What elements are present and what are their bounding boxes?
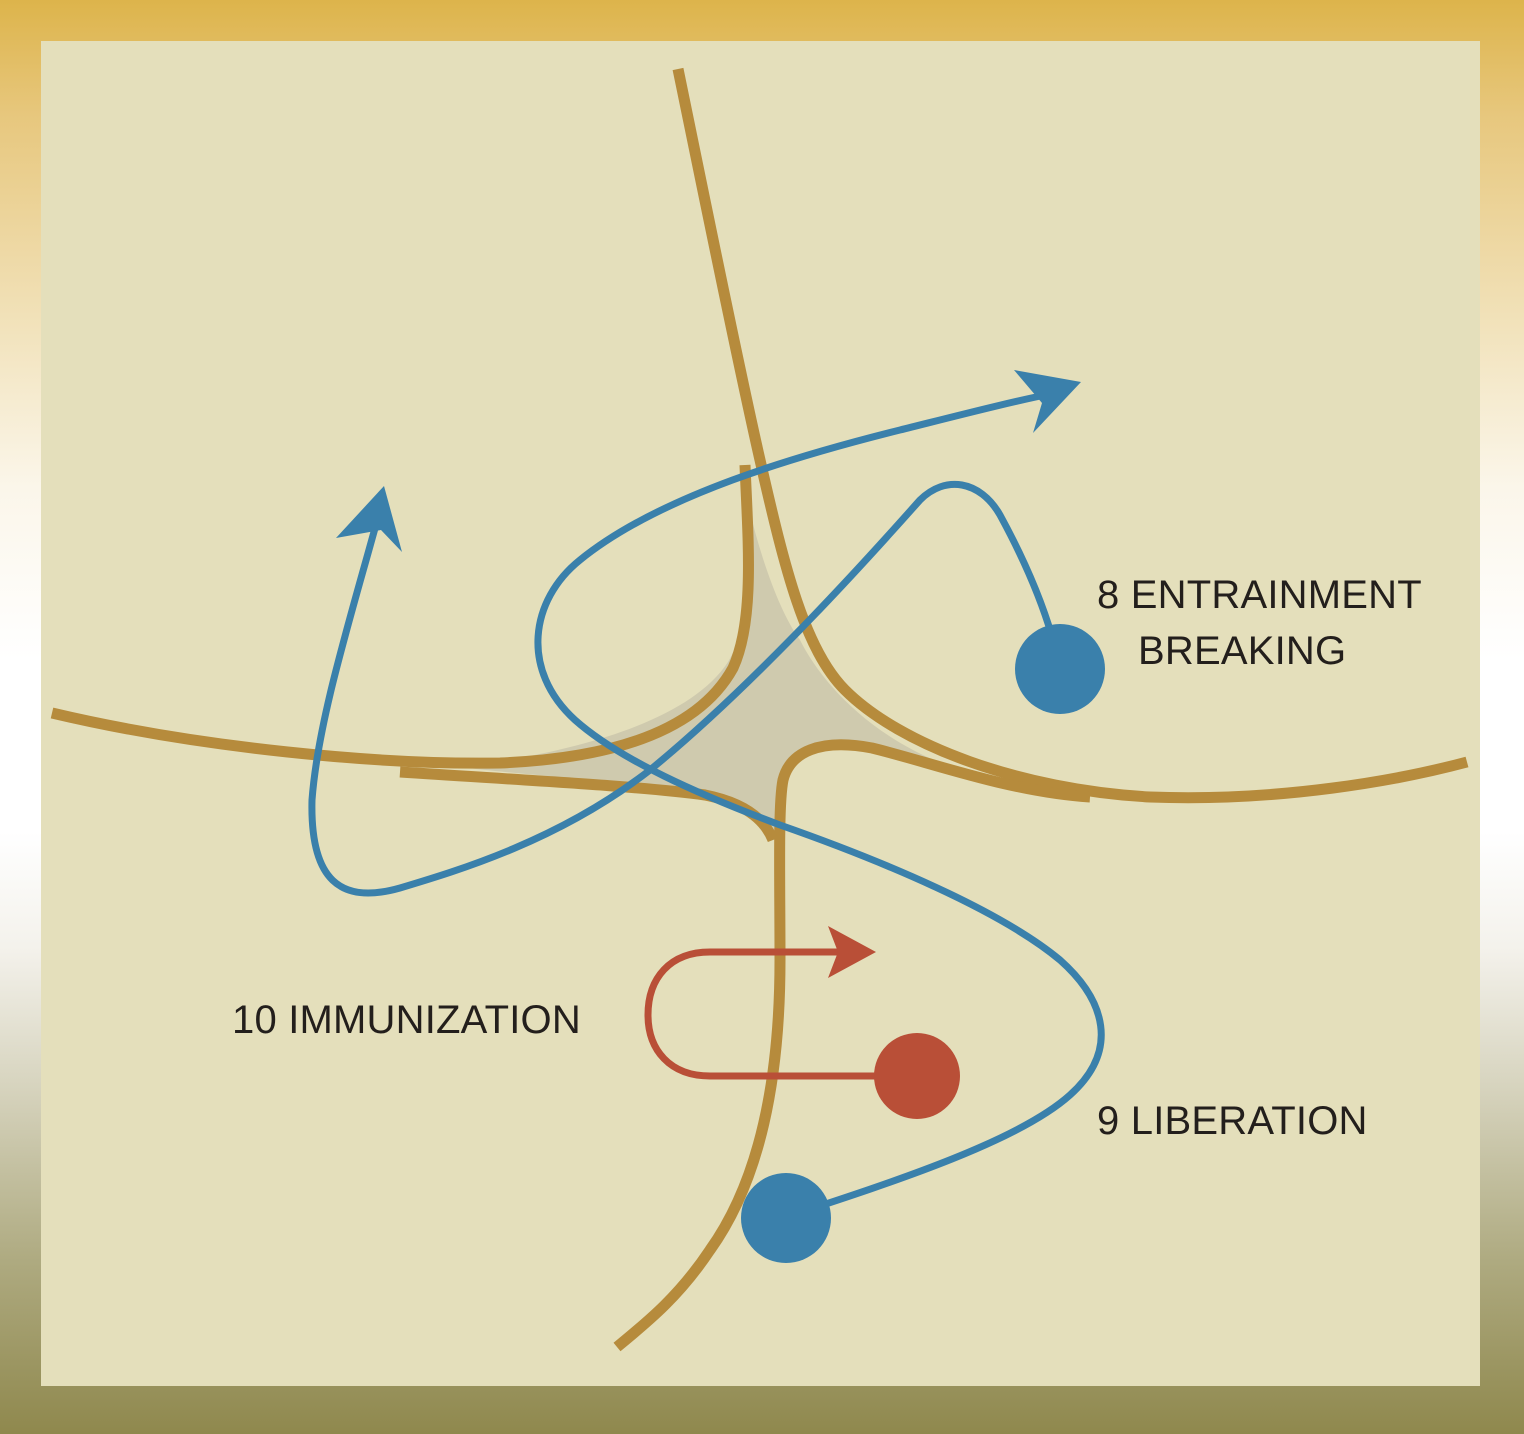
- entrainment-arrowhead: [336, 486, 402, 552]
- label-entrainment-line2: BREAKING: [1138, 629, 1347, 673]
- label-immunization: 10 IMMUNIZATION: [232, 998, 581, 1042]
- gold-curve-lower-right: [613, 739, 1091, 1352]
- immunization-path: [644, 948, 917, 1080]
- immunization-start-dot: [874, 1033, 960, 1119]
- liberation-start-dot: [741, 1173, 831, 1263]
- singularity-region: [460, 495, 1090, 840]
- liberation-path: [534, 389, 1105, 1221]
- label-liberation: 9 LIBERATION: [1097, 1099, 1368, 1143]
- immunization-arrowhead: [828, 926, 876, 978]
- gold-curve-upper-left: [50, 464, 754, 769]
- entrainment-breaking-path: [308, 481, 1064, 897]
- liberation-arrowhead: [1014, 370, 1081, 433]
- gold-curve-upper-right: [672, 67, 1469, 804]
- entrainment-start-dot: [1015, 624, 1105, 714]
- label-entrainment-line1: 8 ENTRAINMENT: [1097, 573, 1422, 617]
